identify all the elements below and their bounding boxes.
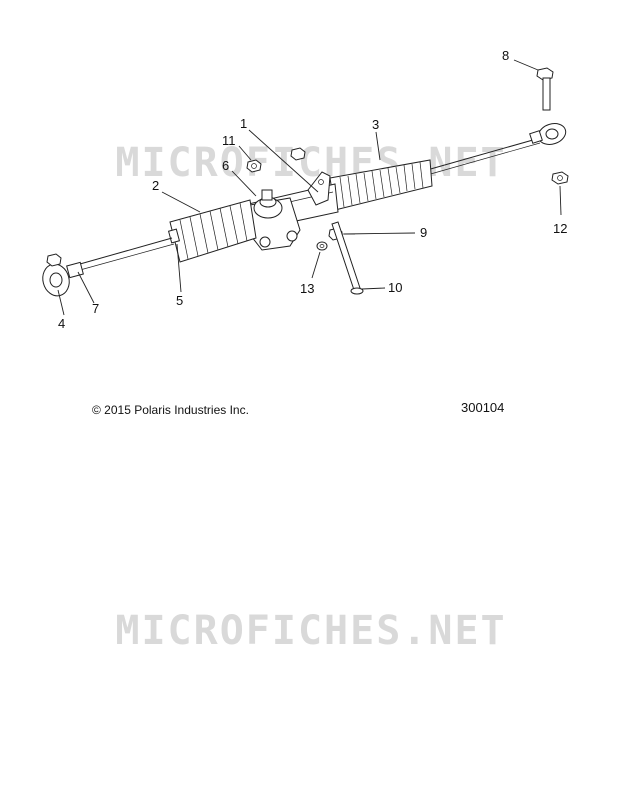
left-bellows-boot	[167, 199, 257, 263]
mount-bracket	[290, 147, 331, 206]
nut-11	[246, 159, 262, 173]
callout-1: 1	[240, 116, 247, 131]
pinion-housing	[247, 189, 301, 251]
left-tie-rod	[79, 237, 175, 271]
copyright-notice: © 2015 Polaris Industries Inc.	[92, 403, 249, 417]
callout-4: 4	[58, 316, 65, 331]
washer-13	[316, 241, 328, 251]
callout-2: 2	[152, 178, 159, 193]
diagram-number: 300104	[461, 400, 505, 415]
watermark-top: MICROFICHES.NET	[115, 140, 507, 186]
callout-13: 13	[300, 281, 314, 296]
callout-11: 11	[222, 133, 236, 148]
nut-12	[551, 171, 569, 185]
callout-3: 3	[372, 117, 379, 132]
right-tie-rod	[419, 137, 541, 178]
bolt-10	[331, 221, 364, 295]
callout-6: 6	[222, 158, 229, 173]
right-bellows-boot	[329, 159, 433, 211]
callout-12: 12	[553, 221, 567, 236]
callout-7: 7	[92, 301, 99, 316]
callout-9: 9	[420, 225, 427, 240]
callout-5: 5	[176, 293, 183, 308]
left-tie-rod-end	[42, 253, 84, 297]
right-tie-rod-end	[529, 123, 567, 145]
leader-lines	[57, 59, 562, 316]
callout-10: 10	[388, 280, 402, 295]
bolt-8	[536, 67, 554, 111]
callout-8: 8	[502, 48, 509, 63]
watermark-bottom: MICROFICHES.NET	[115, 608, 507, 654]
